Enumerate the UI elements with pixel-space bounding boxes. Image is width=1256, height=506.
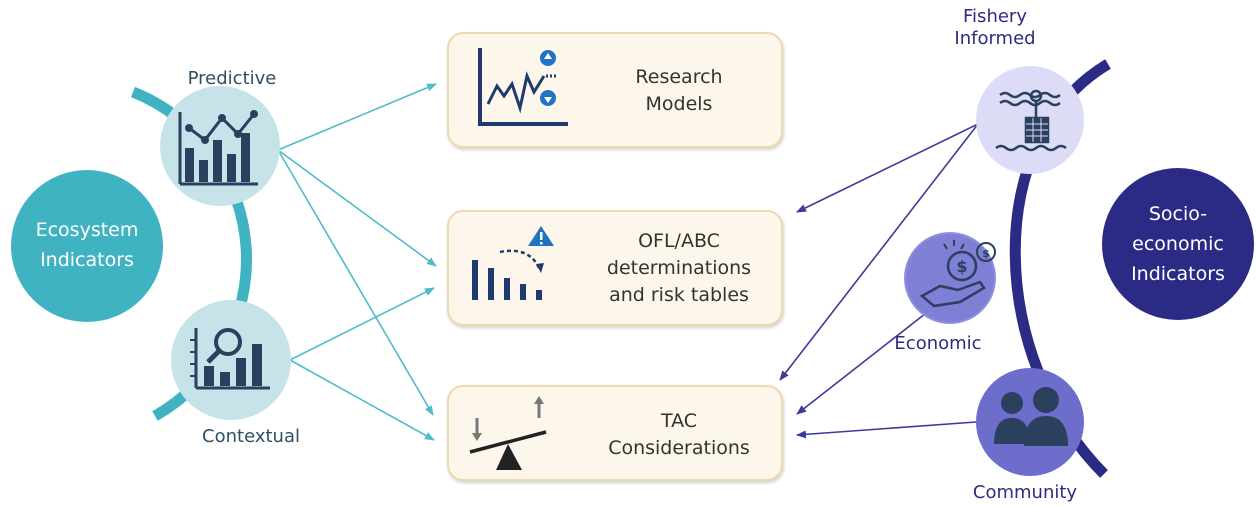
community-label: Community [972,482,1078,503]
predictive-node [160,86,280,206]
fishery-informed-label: Fishery Informed [954,6,1036,49]
contextual-arrows [289,287,435,441]
hand-coins-icon: $ $ [919,240,996,308]
socioeconomic-arc [1009,59,1111,478]
fishery-node [976,66,1084,174]
predictive-label: Predictive [187,68,277,89]
economic-node: $ $ [904,232,996,324]
research-models-box: Research Models [447,32,783,148]
ofl-abc-box: OFL/ABC determinations and risk tables [447,210,783,326]
socioeconomic-arrows [779,123,979,439]
fishing-trap-icon [995,89,1067,152]
tac-box: TAC Considerations [447,385,783,481]
community-node [976,368,1084,476]
ofl-abc-label: OFL/ABC determinations and risk tables [606,230,752,306]
research-models-label: Research Models [635,66,723,115]
contextual-label: Contextual [202,426,300,447]
predictive-arrows [277,83,437,416]
tac-label: TAC Considerations [608,410,750,459]
contextual-node [171,300,291,420]
economic-label: Economic [894,333,982,354]
people-icon [994,387,1068,446]
svg-text:$: $ [956,257,967,276]
svg-text:$: $ [982,247,990,260]
ecosystem-indicators-label: Ecosystem Indicators [35,219,139,271]
chart-trend-icon [178,110,258,186]
magnifier-chart-icon [190,328,270,390]
socioeconomic-indicators-label: Socio- economic Indicators [1131,203,1225,285]
